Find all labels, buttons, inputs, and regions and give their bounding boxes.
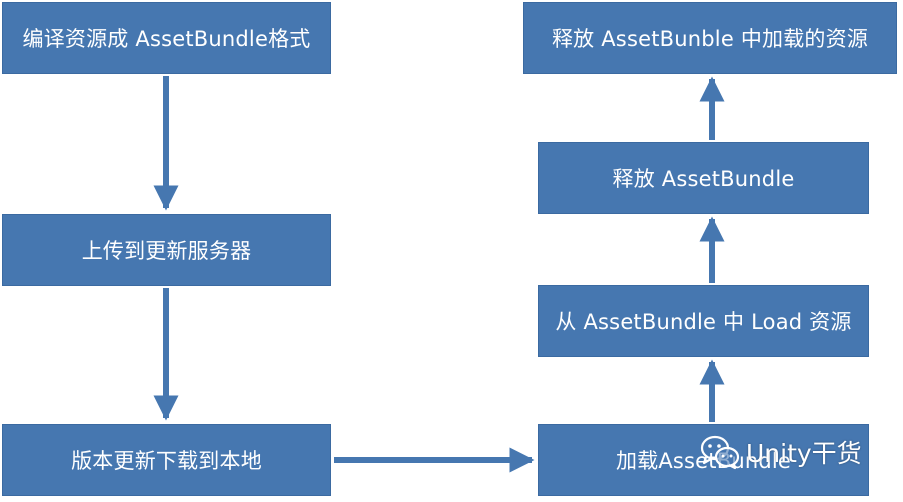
node-release-loaded-resources: 释放 AssetBunble 中加载的资源	[523, 2, 897, 74]
node-load-from-bundle-label: 从 AssetBundle 中 Load 资源	[555, 310, 852, 334]
node-compile-assetbundle: 编译资源成 AssetBundle格式	[2, 2, 331, 74]
node-load-assetbundle: 加载AssetBundle	[538, 424, 869, 496]
node-release-bundle-label: 释放 AssetBundle	[612, 167, 795, 191]
node-compile-label: 编译资源成 AssetBundle格式	[22, 27, 311, 51]
node-download-local: 版本更新下载到本地	[2, 424, 331, 496]
node-release-assetbundle: 释放 AssetBundle	[538, 142, 869, 214]
node-upload-label: 上传到更新服务器	[81, 239, 252, 263]
watermark: Unity干货	[700, 434, 862, 470]
watermark-text: Unity干货	[746, 439, 862, 468]
wechat-icon	[700, 435, 740, 470]
node-download-label: 版本更新下载到本地	[71, 449, 262, 473]
node-load-from-assetbundle: 从 AssetBundle 中 Load 资源	[538, 285, 869, 357]
node-release-resources-label: 释放 AssetBunble 中加载的资源	[551, 27, 869, 51]
node-upload-server: 上传到更新服务器	[2, 214, 331, 286]
